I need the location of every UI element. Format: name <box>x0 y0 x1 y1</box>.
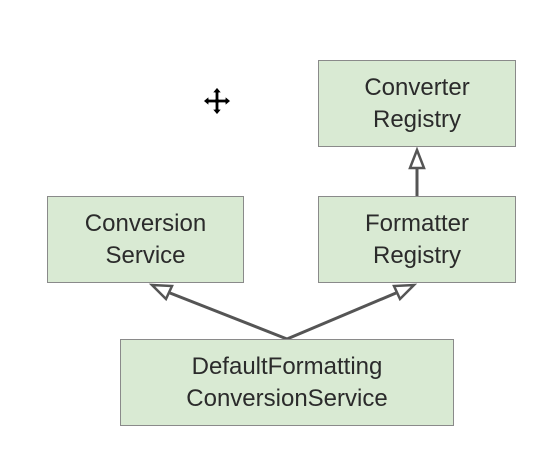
node-label-line: Registry <box>372 105 462 133</box>
edge-formatter-to-converter <box>408 146 426 196</box>
node-label-line: Registry <box>372 241 462 269</box>
edge-default-to-conversion-service <box>148 283 288 341</box>
node-formatter-registry[interactable]: Formatter Registry <box>318 196 516 283</box>
node-label-line: ConversionService <box>186 384 388 412</box>
node-label-line: Conversion <box>84 209 207 237</box>
node-default-formatting-conversion-service[interactable]: DefaultFormatting ConversionService <box>120 339 454 426</box>
edge-default-to-formatter-registry <box>286 283 418 341</box>
move-cursor-icon <box>202 86 232 116</box>
node-label-line: Converter <box>364 73 470 101</box>
node-label-line: DefaultFormatting <box>191 352 383 380</box>
node-label-line: Formatter <box>364 209 469 237</box>
node-converter-registry[interactable]: Converter Registry <box>318 60 516 147</box>
node-label-line: Service <box>105 241 186 269</box>
node-conversion-service[interactable]: Conversion Service <box>47 196 244 283</box>
